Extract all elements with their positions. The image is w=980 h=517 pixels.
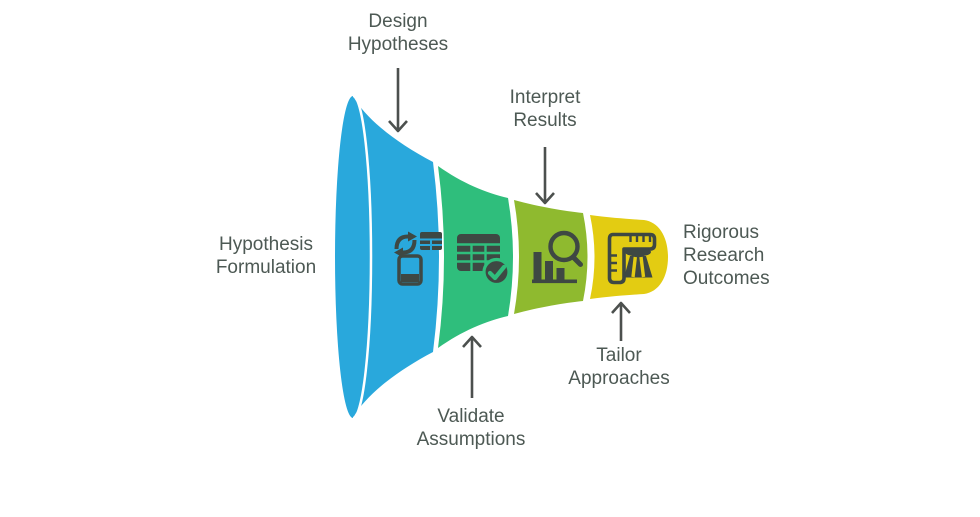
framing-square-measure-icon <box>607 232 657 285</box>
arrow-down-design-hypotheses <box>388 68 408 133</box>
funnel-segment-hypothesis-formulation <box>335 96 439 418</box>
callout-tailor-approaches: Tailor Approaches <box>568 345 670 389</box>
output-label-rigorous-research-outcomes: Rigorous Research Outcomes <box>683 222 770 289</box>
arrowhead-down-icon <box>388 120 408 133</box>
arrow-down-interpret-results <box>535 147 555 205</box>
input-label-hypothesis-formulation: Hypothesis Formulation <box>215 234 317 278</box>
arrowhead-up-icon <box>611 301 631 314</box>
callout-interpret-results: Interpret Results <box>509 87 581 131</box>
phone-sync-table-icon <box>394 231 442 286</box>
arrowhead-down-icon <box>535 192 555 205</box>
spreadsheet-check-icon <box>457 234 511 287</box>
callout-design-hypotheses: Design Hypotheses <box>347 11 449 55</box>
bar-chart-magnifier-icon <box>532 229 585 284</box>
arrow-up-validate-assumptions <box>462 335 482 398</box>
funnel-mouth-rim <box>352 94 373 420</box>
arrowhead-up-icon <box>462 335 482 348</box>
arrow-up-tailor-approaches <box>611 301 631 341</box>
callout-validate-assumptions: Validate Assumptions <box>416 406 526 450</box>
funnel-segment-tailor-approaches <box>590 215 668 299</box>
